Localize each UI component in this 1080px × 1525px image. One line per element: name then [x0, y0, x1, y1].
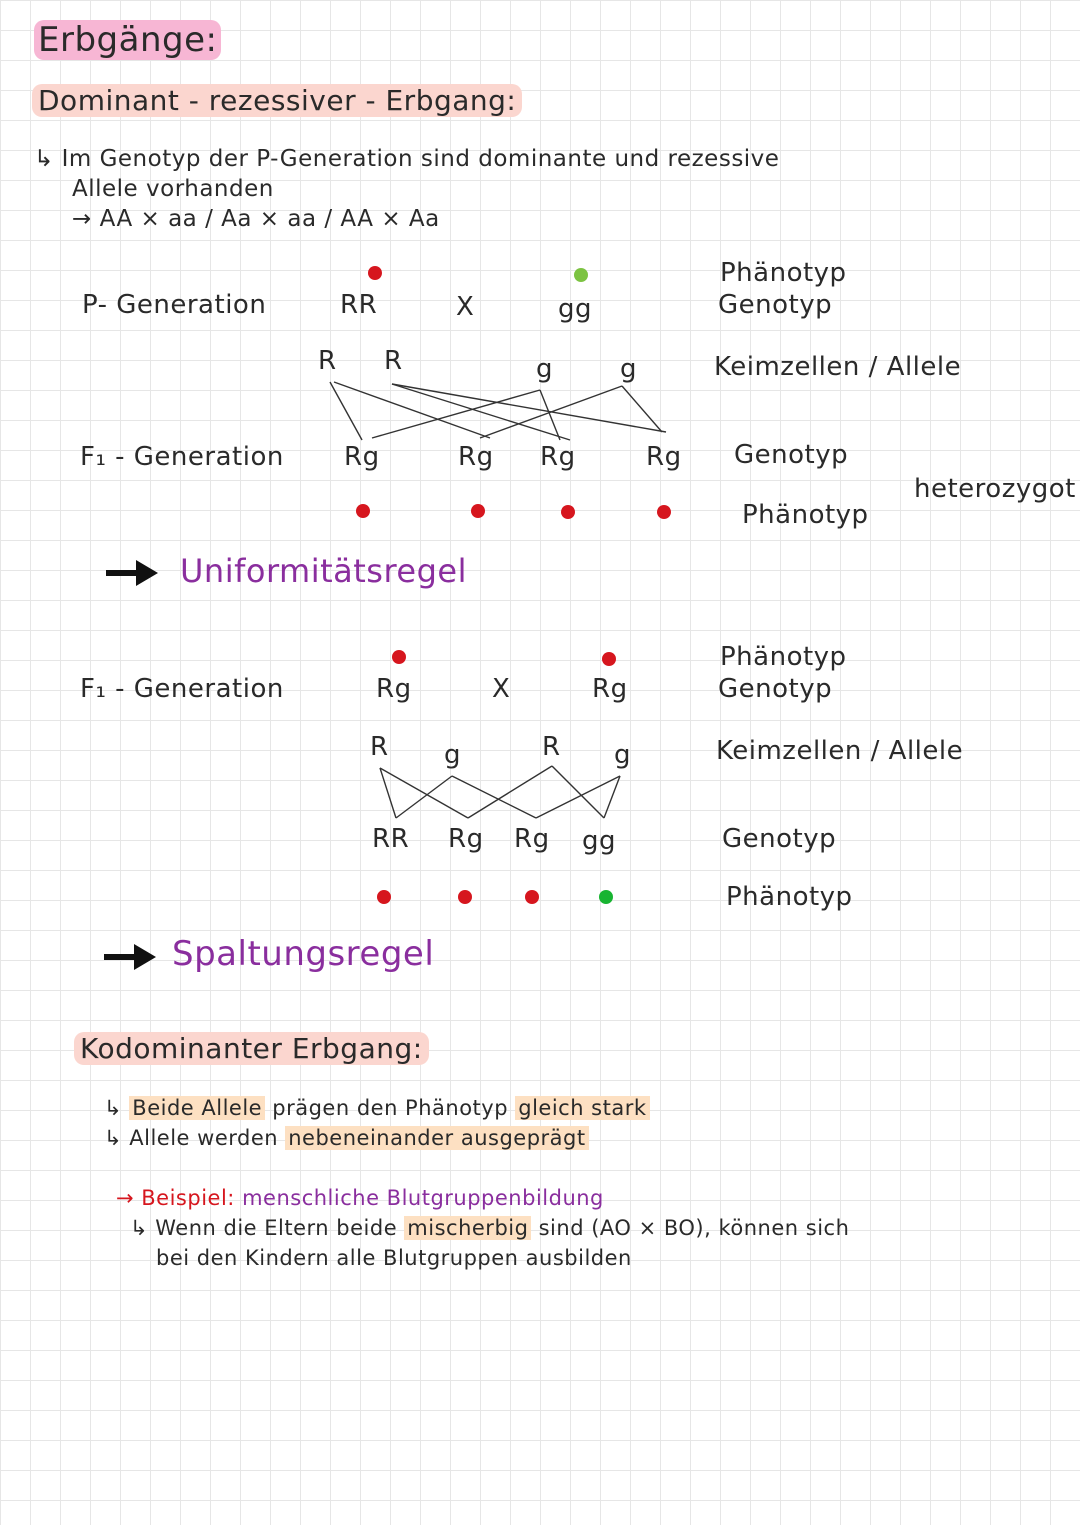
offspring-genotype: Rg	[540, 442, 576, 472]
offspring-genotype: Rg	[646, 442, 682, 472]
offspring-phenotype-dot	[471, 504, 485, 518]
parent-left-phenotype-dot	[368, 266, 382, 280]
offspring-genotype: Rg	[448, 824, 484, 854]
parent-right-phenotype-dot	[602, 652, 616, 666]
section-heading-dominant-text: Dominant - rezessiver - Erbgang:	[32, 84, 523, 117]
offspring-phenotype-dot	[599, 890, 613, 904]
offspring-phenotype-dot	[525, 890, 539, 904]
parent-right-genotype-2: Rg	[592, 674, 628, 704]
line-text: sind (AO × BO), können sich	[531, 1216, 850, 1240]
p-generation-label: P- Generation	[82, 290, 267, 320]
highlight-mischerbig: mischerbig	[404, 1216, 532, 1240]
parent-left-phenotype-dot	[392, 650, 406, 664]
f1-generation-label-2: F₁ - Generation	[80, 674, 284, 704]
uniformity-rule: Uniformitätsregel	[180, 552, 467, 590]
line-text: ↳ Allele werden	[104, 1126, 286, 1150]
example-text: menschliche Blutgruppenbildung	[242, 1186, 604, 1210]
gamete-label: g	[444, 740, 462, 770]
section-heading-kodominant-text: Kodominanter Erbgang:	[74, 1032, 429, 1065]
highlight-nebeneinander: nebeneinander ausgeprägt	[285, 1126, 589, 1150]
side-phaenotyp-1b: Phänotyp	[742, 500, 869, 530]
page-title-text: Erbgänge:	[34, 20, 222, 60]
gamete-label: R	[370, 732, 389, 762]
offspring-phenotype-dot	[458, 890, 472, 904]
gamete-label: R	[542, 732, 561, 762]
side-keimzellen-1: Keimzellen / Allele	[714, 352, 962, 382]
gamete-label: R	[384, 346, 403, 376]
side-phaenotyp-2: Phänotyp	[720, 642, 847, 672]
section-heading-dominant: Dominant - rezessiver - Erbgang:	[32, 84, 523, 117]
line-prefix: ↳	[104, 1096, 130, 1120]
parent-left-genotype: RR	[340, 290, 378, 320]
parent-right-genotype: gg	[558, 294, 593, 324]
page-title: Erbgänge:	[34, 20, 222, 60]
side-phaenotyp-1: Phänotyp	[720, 258, 847, 288]
example-line: → Beispiel: menschliche Blutgruppenbildu…	[116, 1186, 604, 1210]
kodominant-line-2: ↳ Allele werden nebeneinander ausgeprägt	[104, 1126, 589, 1150]
offspring-genotype: RR	[372, 824, 410, 854]
offspring-phenotype-dot	[561, 505, 575, 519]
parent-right-phenotype-dot	[574, 268, 588, 282]
line-text: ↳ Wenn die Eltern beide	[130, 1216, 405, 1240]
kodominant-line-1: ↳ Beide Allele prägen den Phänotyp gleic…	[104, 1096, 650, 1120]
side-keimzellen-2: Keimzellen / Allele	[716, 736, 964, 766]
side-genotyp-2: Genotyp	[718, 674, 833, 704]
parent-left-genotype-2: Rg	[376, 674, 412, 704]
f1-generation-label: F₁ - Generation	[80, 442, 284, 472]
example-detail-2: bei den Kindern alle Blutgruppen ausbild…	[156, 1246, 632, 1270]
offspring-genotype: gg	[582, 826, 617, 856]
arrow-right-icon	[106, 560, 158, 586]
side-phaenotyp-2b: Phänotyp	[726, 882, 853, 912]
offspring-phenotype-dot	[657, 505, 671, 519]
gamete-label: g	[620, 354, 638, 384]
offspring-phenotype-dot	[377, 890, 391, 904]
gamete-label: R	[318, 346, 337, 376]
offspring-genotype: Rg	[514, 824, 550, 854]
side-genotyp-1: Genotyp	[718, 290, 833, 320]
segregation-rule: Spaltungsregel	[172, 934, 435, 974]
offspring-phenotype-dot	[356, 504, 370, 518]
dominant-line-1: ↳ Im Genotyp der P-Generation sind domin…	[34, 146, 780, 172]
cross-symbol-2: X	[492, 674, 511, 704]
gamete-label: g	[536, 354, 554, 384]
cross-symbol: X	[456, 292, 475, 322]
section-heading-kodominant: Kodominanter Erbgang:	[74, 1032, 429, 1065]
offspring-genotype: Rg	[344, 442, 380, 472]
example-label: → Beispiel:	[116, 1186, 235, 1210]
offspring-genotype: Rg	[458, 442, 494, 472]
side-genotyp-2b: Genotyp	[722, 824, 837, 854]
dominant-line-2: Allele vorhanden	[72, 176, 274, 202]
side-heterozygot: heterozygot	[914, 474, 1076, 504]
highlight-beide-allele: Beide Allele	[129, 1096, 266, 1120]
example-detail-1: ↳ Wenn die Eltern beide mischerbig sind …	[130, 1216, 849, 1240]
dominant-line-3: → AA × aa / Aa × aa / AA × Aa	[72, 206, 440, 232]
arrow-right-icon	[104, 944, 156, 970]
highlight-gleich-stark: gleich stark	[515, 1096, 650, 1120]
line-text: prägen den Phänotyp	[265, 1096, 516, 1120]
side-genotyp-1b: Genotyp	[734, 440, 849, 470]
gamete-label: g	[614, 740, 632, 770]
